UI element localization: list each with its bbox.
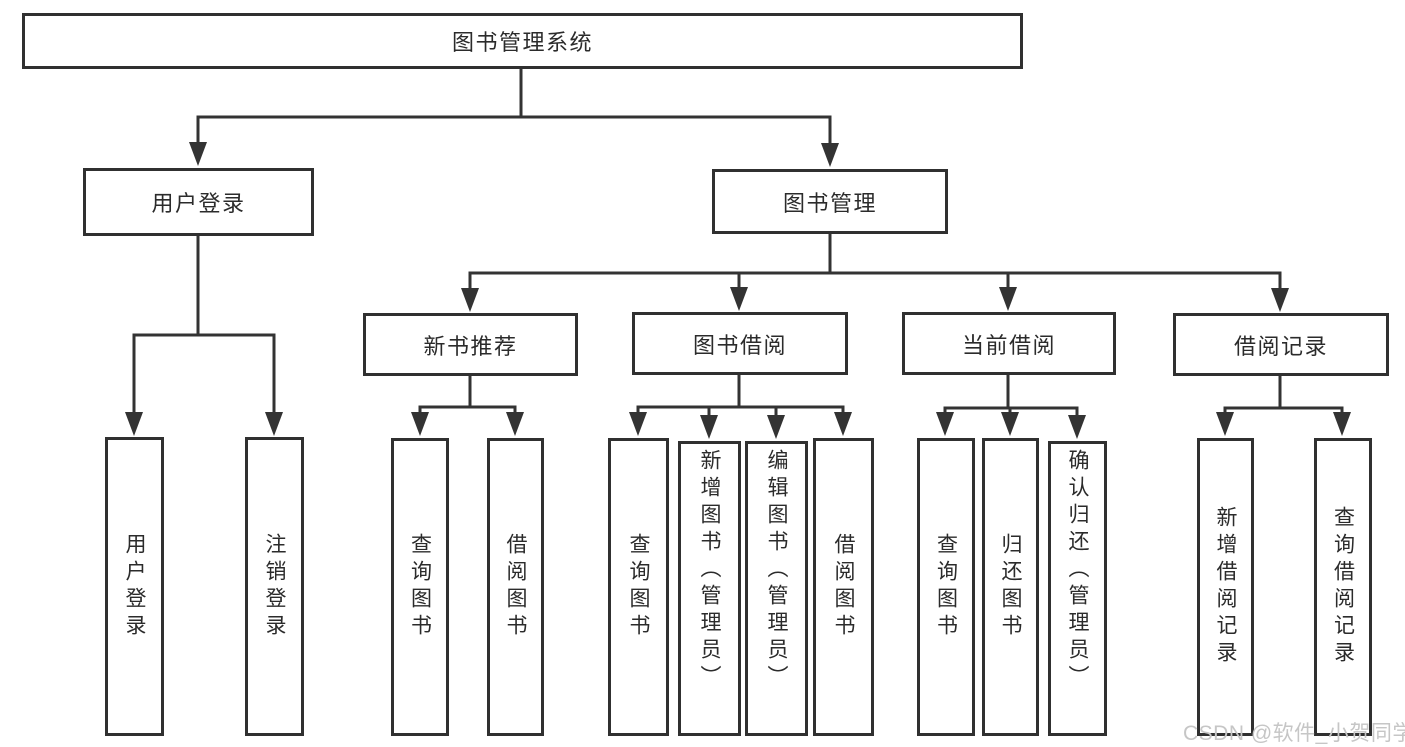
leaf-borrow-books: 借阅图书 [813,438,874,736]
leaf-add-book-admin: 新增图书（管理员） [678,441,741,736]
node-current-borrowing: 当前借阅 [902,312,1116,375]
leaf-logout: 注销登录 [245,437,304,736]
leaf-user-login: 用户登录 [105,437,164,736]
leaf-add-borrow-record: 新增借阅记录 [1197,438,1254,736]
leaf-label: 查询图书 [627,533,650,641]
leaf-label: 确认归还（管理员） [1066,449,1089,692]
leaf-query-books-borrow: 查询图书 [608,438,669,736]
leaf-borrow-books-recommend: 借阅图书 [487,438,544,736]
leaf-label: 借阅图书 [504,533,527,641]
leaf-return-book: 归还图书 [982,438,1039,736]
leaf-label: 用户登录 [123,532,146,641]
leaf-label: 新增借阅记录 [1214,506,1237,668]
leaf-edit-book-admin: 编辑图书（管理员） [745,441,808,736]
leaf-label: 归还图书 [999,533,1022,641]
node-book-borrowing: 图书借阅 [632,312,848,375]
node-borrowing-records: 借阅记录 [1173,313,1389,376]
leaf-query-books-recommend: 查询图书 [391,438,449,736]
node-library-management-system: 图书管理系统 [22,13,1023,69]
leaf-label: 借阅图书 [832,533,855,641]
leaf-query-books-current: 查询图书 [917,438,975,736]
leaf-label: 查询图书 [408,533,432,641]
node-user-login: 用户登录 [83,168,314,236]
leaf-label: 注销登录 [263,532,286,641]
leaf-query-borrow-record: 查询借阅记录 [1314,438,1372,736]
leaf-label: 查询借阅记录 [1331,506,1355,668]
leaf-label: 新增图书（管理员） [698,449,721,692]
leaf-confirm-return-admin: 确认归还（管理员） [1048,441,1107,736]
node-book-management: 图书管理 [712,169,948,234]
watermark: CSDN @软件_小贺同学 [1183,722,1405,745]
leaf-label: 编辑图书（管理员） [765,449,788,692]
leaf-label: 查询图书 [934,533,958,641]
node-new-book-recommend: 新书推荐 [363,313,578,376]
